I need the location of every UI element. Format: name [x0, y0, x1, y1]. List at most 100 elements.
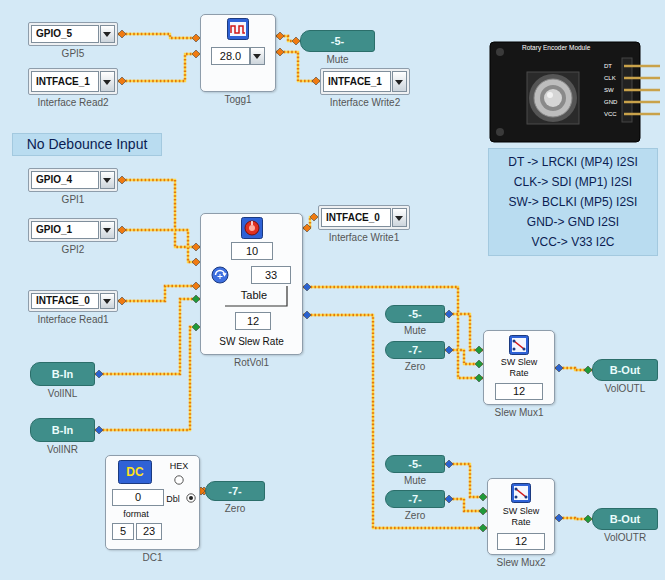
- block-label: Interface Write1: [329, 233, 399, 243]
- field-value: 12: [235, 312, 271, 330]
- module-icon: [227, 18, 249, 40]
- signal-badge: B-InVolINR: [30, 418, 95, 442]
- field-value: 12: [497, 533, 545, 550]
- pin-diamond: [445, 346, 453, 354]
- pin-diamond: [303, 224, 311, 232]
- wire-glow: [445, 464, 487, 497]
- field-caption: SW Slew Rate: [495, 357, 543, 379]
- block-label: Slew Mux1: [495, 408, 544, 418]
- dropdown-button: [392, 71, 407, 92]
- field-caption: Table: [231, 289, 277, 302]
- pin-label: GND: [604, 99, 617, 105]
- dropdown-value: INTFACE_0: [31, 293, 99, 309]
- dropdown-value: GPIO_5: [31, 25, 99, 43]
- pin-diamond: [192, 323, 200, 331]
- note-text: VCC-> V33 I2C: [495, 232, 651, 252]
- badge-text: B-In: [31, 419, 94, 441]
- signal-wire: [445, 464, 487, 497]
- pin-diamond: [192, 282, 200, 290]
- field-caption: SW Slew Rate: [204, 335, 299, 348]
- signal-wire: [118, 230, 200, 262]
- signal-wire: [276, 52, 320, 81]
- block-label: Mute: [326, 55, 348, 65]
- wire-glow: [303, 287, 483, 378]
- dropdown-triangle: [103, 228, 111, 233]
- module-icon: [511, 483, 531, 503]
- field-value: 5: [112, 523, 134, 540]
- pin-diamond: [192, 258, 200, 266]
- block-label: VolINL: [48, 389, 77, 399]
- block-label: DC1: [142, 553, 162, 563]
- note-text: No Debounce Input: [19, 134, 155, 155]
- signal-wire: [95, 327, 200, 430]
- block-label: VolOUTL: [605, 384, 646, 394]
- dropdown-value: INTFACE_1: [31, 71, 99, 92]
- pin-diamond: [303, 283, 311, 291]
- badge-text: -5-: [386, 306, 444, 322]
- dropdown-triangle: [103, 299, 111, 304]
- dropdown-button: [250, 47, 265, 65]
- block-label: Zero: [405, 362, 426, 372]
- block-label: Zero: [225, 504, 246, 514]
- signal-badge: -5-Mute: [300, 30, 375, 52]
- note-box: DT -> LRCKI (MP4) I2SICLK-> SDI (MP1) I2…: [488, 148, 658, 256]
- dropdown-block: INTFACE_0Interface Read1: [28, 290, 118, 312]
- block-label: VolINR: [47, 445, 78, 455]
- pin-label: VCC: [604, 111, 617, 117]
- field-caption: HEX: [162, 461, 196, 472]
- note-box: No Debounce Input: [12, 133, 162, 156]
- pin-diamond: [445, 460, 453, 468]
- note-text: CLK-> SDI (MP1) I2SI: [495, 172, 651, 192]
- dropdown-button: [392, 208, 407, 227]
- dropdown-block: GPIO_5GPI5: [28, 22, 118, 46]
- pin-diamond: [445, 310, 453, 318]
- dropdown-button: [100, 71, 115, 92]
- field-caption: SW Slew Rate: [497, 506, 545, 528]
- pin-diamond: [95, 426, 103, 434]
- field-caption: Dbl: [162, 494, 184, 505]
- pin-diamond: [118, 77, 126, 85]
- pin-diamond: [292, 37, 300, 45]
- note-text: SW-> BCLKI (MP5) I2SI: [495, 192, 651, 212]
- signal-wire: [303, 287, 483, 378]
- signal-badge: B-OutVolOUTL: [592, 359, 658, 381]
- dropdown-block: GPIO_4GPI1: [28, 168, 118, 192]
- pin-diamond: [276, 48, 284, 56]
- wire-glow: [95, 327, 200, 430]
- signal-wire: [118, 54, 200, 81]
- badge-text: B-Out: [593, 360, 657, 380]
- block-label: Interface Read2: [37, 98, 108, 108]
- signal-badge: -7-Zero: [205, 481, 265, 501]
- pin-diamond: [475, 346, 483, 354]
- pin-diamond: [475, 374, 483, 382]
- block-label: GPI5: [62, 49, 85, 59]
- module-icon: [174, 475, 184, 485]
- dropdown-triangle: [103, 80, 111, 85]
- signal-badge: -5-Mute: [385, 305, 445, 323]
- pin-label: DT: [604, 63, 612, 69]
- pin-diamond: [118, 226, 126, 234]
- badge-text: -7-: [206, 482, 264, 500]
- block-label: VolOUTR: [604, 533, 646, 543]
- signal-badge: -7-Zero: [385, 490, 445, 508]
- signal-badge: -5-Mute: [385, 455, 445, 473]
- field-value: 28.0: [211, 47, 250, 65]
- pin-diamond: [475, 360, 483, 368]
- badge-text: B-Out: [593, 509, 657, 529]
- field-value: 10: [231, 242, 273, 260]
- dropdown-triangle: [395, 216, 403, 221]
- pin-diamond: [479, 524, 487, 532]
- board-title: Rotary Encoder Module: [522, 45, 590, 52]
- dropdown-triangle: [103, 178, 111, 183]
- dropdown-block: INTFACE_0Interface Write1: [318, 205, 410, 230]
- badge-text: -5-: [386, 456, 444, 472]
- pin-diamond: [445, 495, 453, 503]
- dropdown-button: [100, 293, 115, 309]
- dropdown-block: GPIO_1GPI2: [28, 218, 118, 242]
- block-label: Zero: [405, 511, 426, 521]
- pin-label: CLK: [604, 75, 616, 81]
- module-block: 1033Table12SW Slew RateRotVol1: [200, 213, 303, 355]
- dropdown-triangle: [253, 54, 261, 59]
- pin-diamond: [192, 34, 200, 42]
- pin-label: SW: [604, 87, 614, 93]
